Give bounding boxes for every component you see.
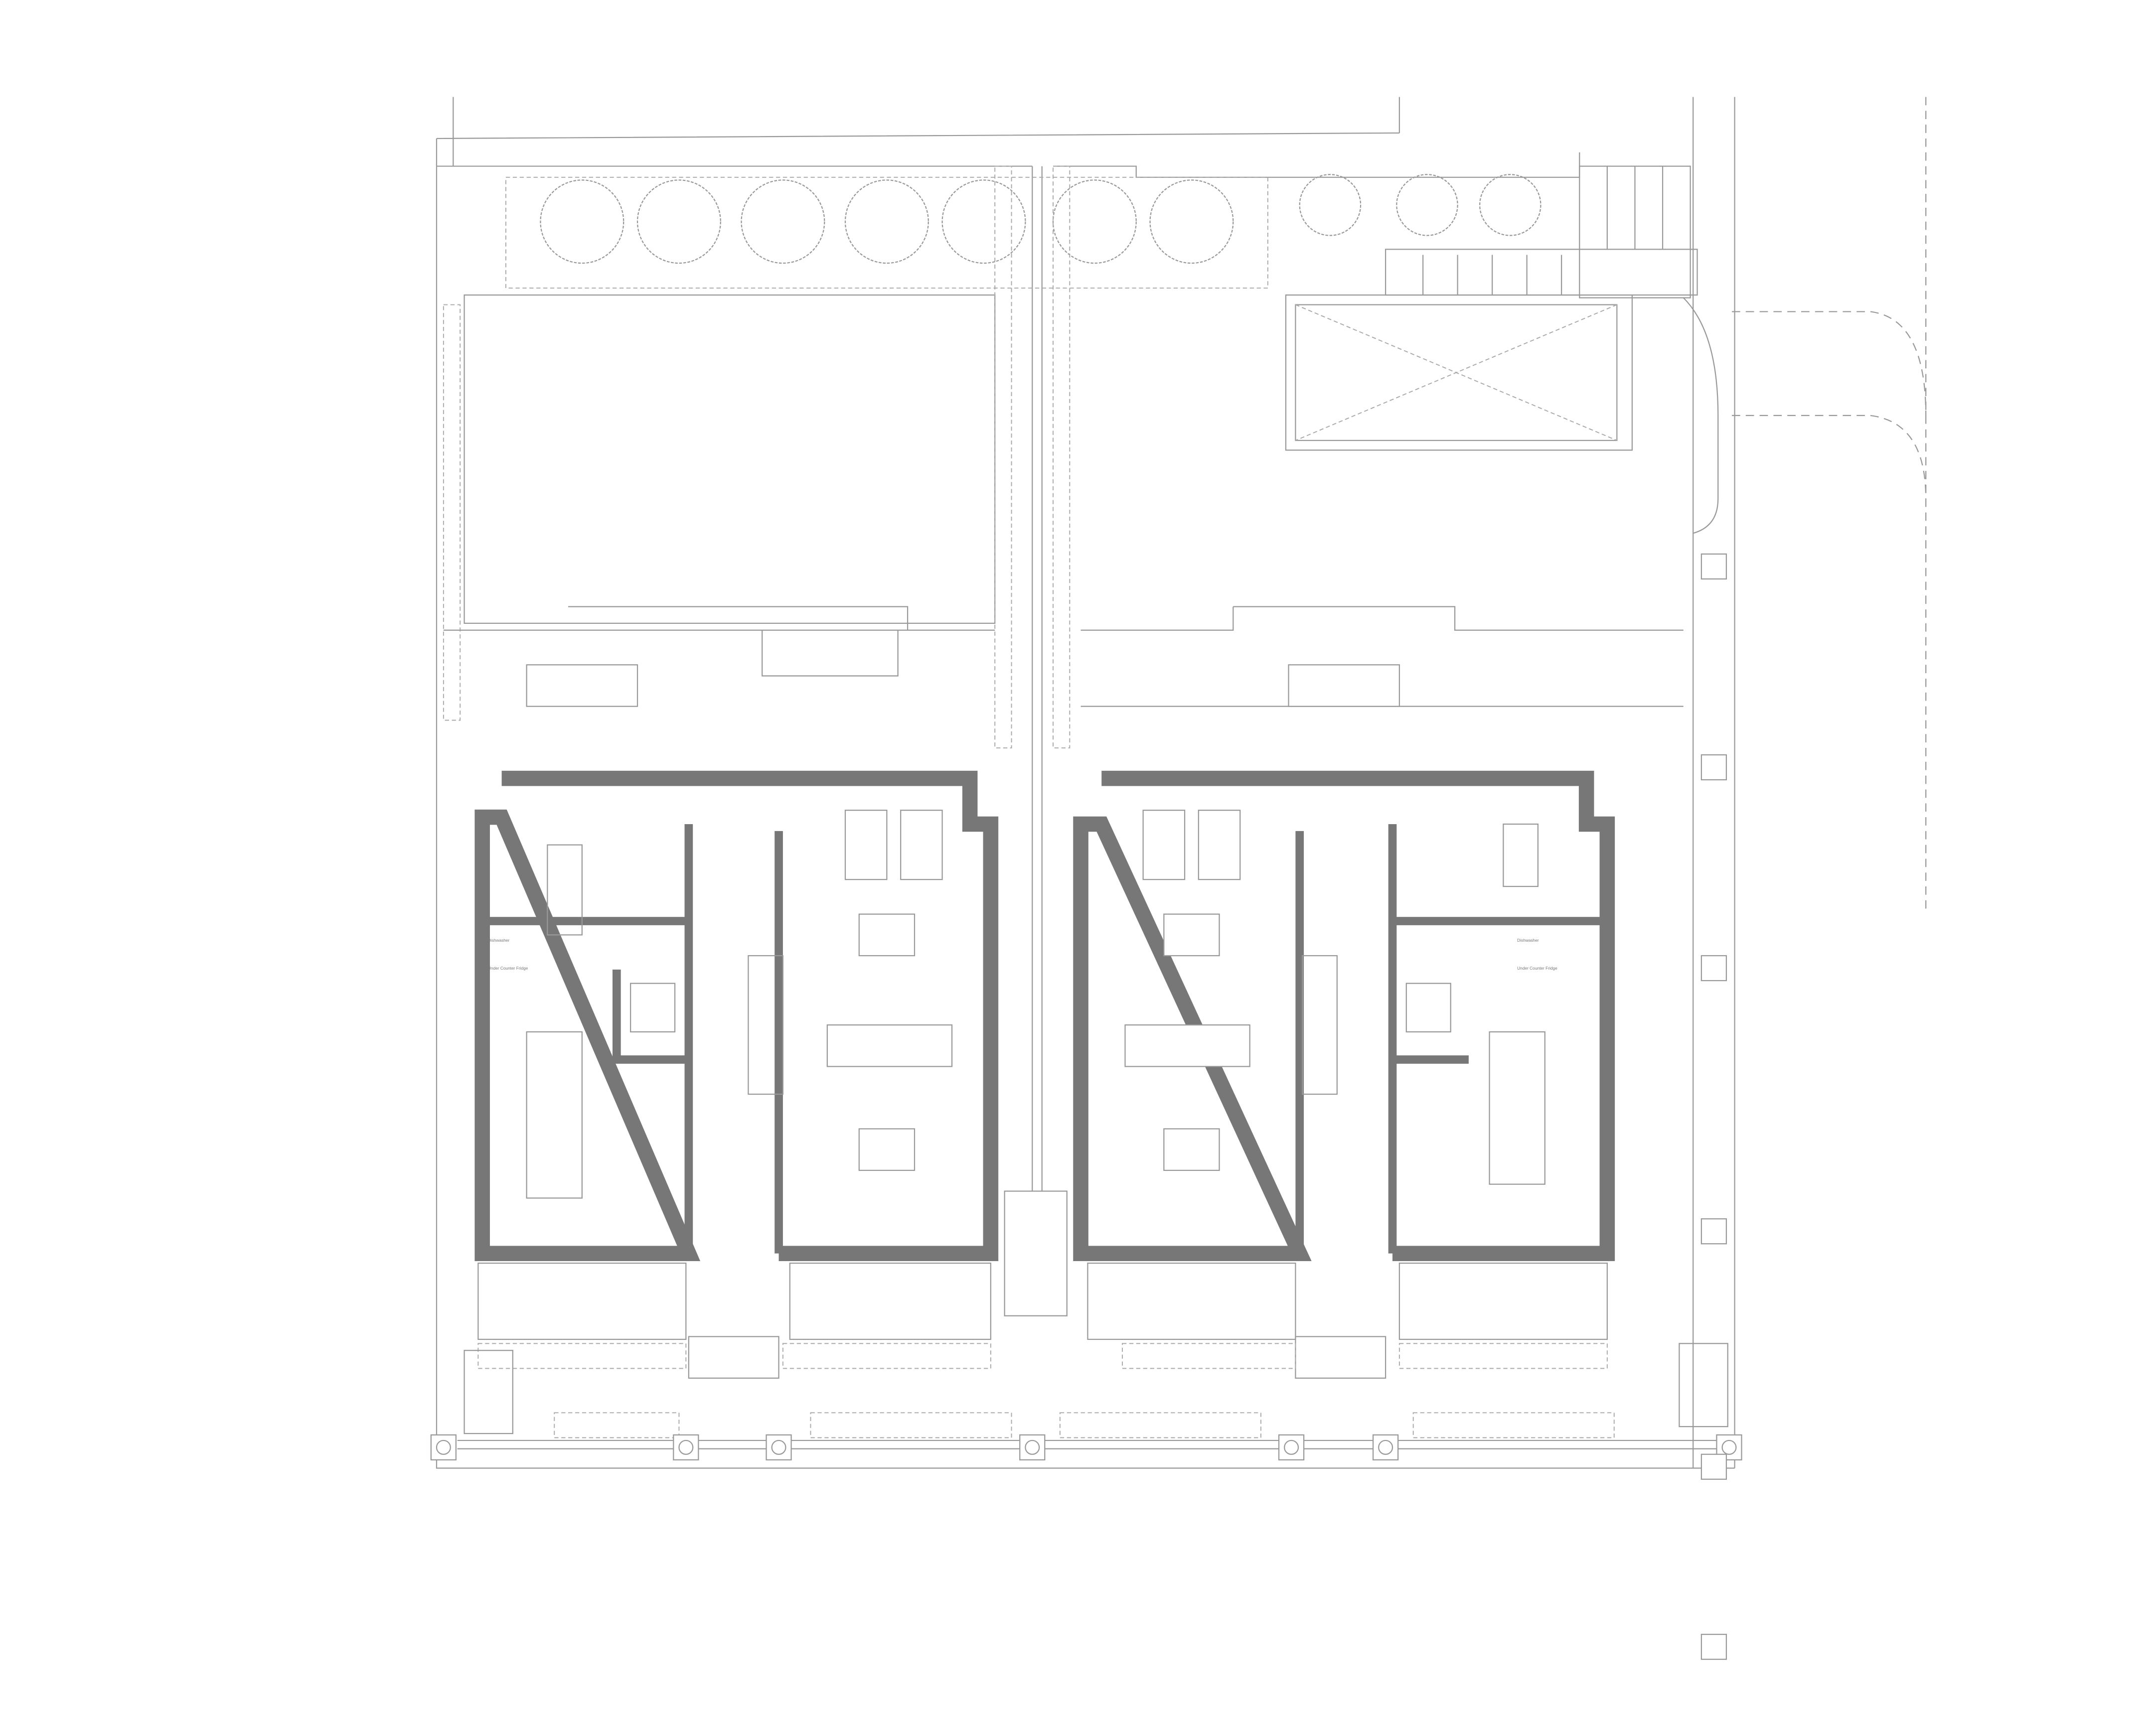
tree-icon — [636, 179, 721, 264]
staircase — [748, 955, 784, 1095]
armchair — [1142, 810, 1186, 880]
tree-icon — [1299, 174, 1362, 236]
gate-pillar — [1278, 1434, 1305, 1460]
lightwell — [477, 1263, 687, 1340]
pillar-cap-icon — [1284, 1439, 1299, 1455]
sofa — [858, 1128, 916, 1171]
hedge-centre-1 — [994, 165, 1012, 749]
gate-pillar — [766, 1434, 792, 1460]
planting-bed — [505, 176, 1268, 289]
tree-icon — [941, 179, 1026, 264]
armchair — [1198, 810, 1241, 880]
tree-icon — [1396, 174, 1458, 236]
sofa — [826, 1024, 953, 1067]
pillar-cap-icon — [678, 1439, 694, 1455]
boundary-pillar — [1700, 553, 1727, 580]
gate-pillar — [673, 1434, 699, 1460]
sofa — [1163, 1128, 1220, 1171]
boundary-pillar — [1700, 1218, 1727, 1245]
dining-table — [526, 1031, 583, 1199]
boundary-pillar — [1700, 754, 1727, 781]
gate-pillar — [1019, 1434, 1046, 1460]
lightwell — [1087, 1263, 1296, 1340]
fridge-label: Under Counter Fridge — [1517, 966, 1557, 971]
armchair — [900, 810, 943, 880]
pillar-cap-icon — [771, 1439, 786, 1455]
unit-right: Dishwasher Under Counter Fridge — [1073, 770, 1615, 1379]
dining-table — [1489, 1031, 1545, 1185]
dishwasher-label: Dishwasher — [1517, 938, 1539, 943]
boundary-pillar — [1700, 1453, 1727, 1480]
tree-icon — [1052, 179, 1137, 264]
tree-icon — [540, 179, 624, 264]
staircase — [1302, 955, 1338, 1095]
sofa — [1124, 1024, 1250, 1067]
kitchen-island — [547, 844, 583, 936]
fridge-label: Under Counter Fridge — [488, 966, 528, 971]
garden-stairs — [1385, 165, 1719, 534]
tree-icon — [1149, 179, 1234, 264]
boundary-pillar — [1700, 955, 1727, 982]
armchair — [844, 810, 888, 880]
passage-steps — [1004, 1190, 1068, 1316]
lightwell — [789, 1263, 991, 1340]
hedge-centre-2 — [1052, 165, 1071, 749]
sofa — [1163, 913, 1220, 957]
pillar-cap-icon — [1025, 1439, 1040, 1455]
dishwasher-label: Dishwasher — [488, 938, 510, 943]
lawn — [463, 294, 996, 624]
boundary-pillar — [1700, 1633, 1727, 1660]
pillar-cap-icon — [1378, 1439, 1393, 1455]
gate-pillar — [430, 1434, 457, 1460]
lift — [630, 983, 676, 1033]
pillar-cap-icon — [1721, 1439, 1737, 1455]
hedge-left — [443, 304, 461, 721]
lift — [1405, 983, 1451, 1033]
outdoor-table-left — [526, 664, 638, 707]
tree-row — [540, 174, 1541, 264]
entry-steps — [1295, 1336, 1386, 1379]
sofa — [858, 913, 916, 957]
gate-pillar — [1372, 1434, 1399, 1460]
unit-left: Dishwasher Under Counter Fridge — [474, 770, 999, 1379]
pool — [1285, 294, 1633, 451]
terrace-left — [443, 606, 995, 677]
lightwell — [1398, 1263, 1608, 1340]
tree-icon — [844, 179, 929, 264]
tree-icon — [741, 179, 825, 264]
kitchen-island — [1503, 823, 1539, 887]
outdoor-table-right — [1288, 664, 1400, 707]
tree-icon — [1479, 174, 1541, 236]
front-boundary — [430, 1343, 1742, 1460]
pillar-cap-icon — [436, 1439, 451, 1455]
entry-steps — [688, 1336, 779, 1379]
